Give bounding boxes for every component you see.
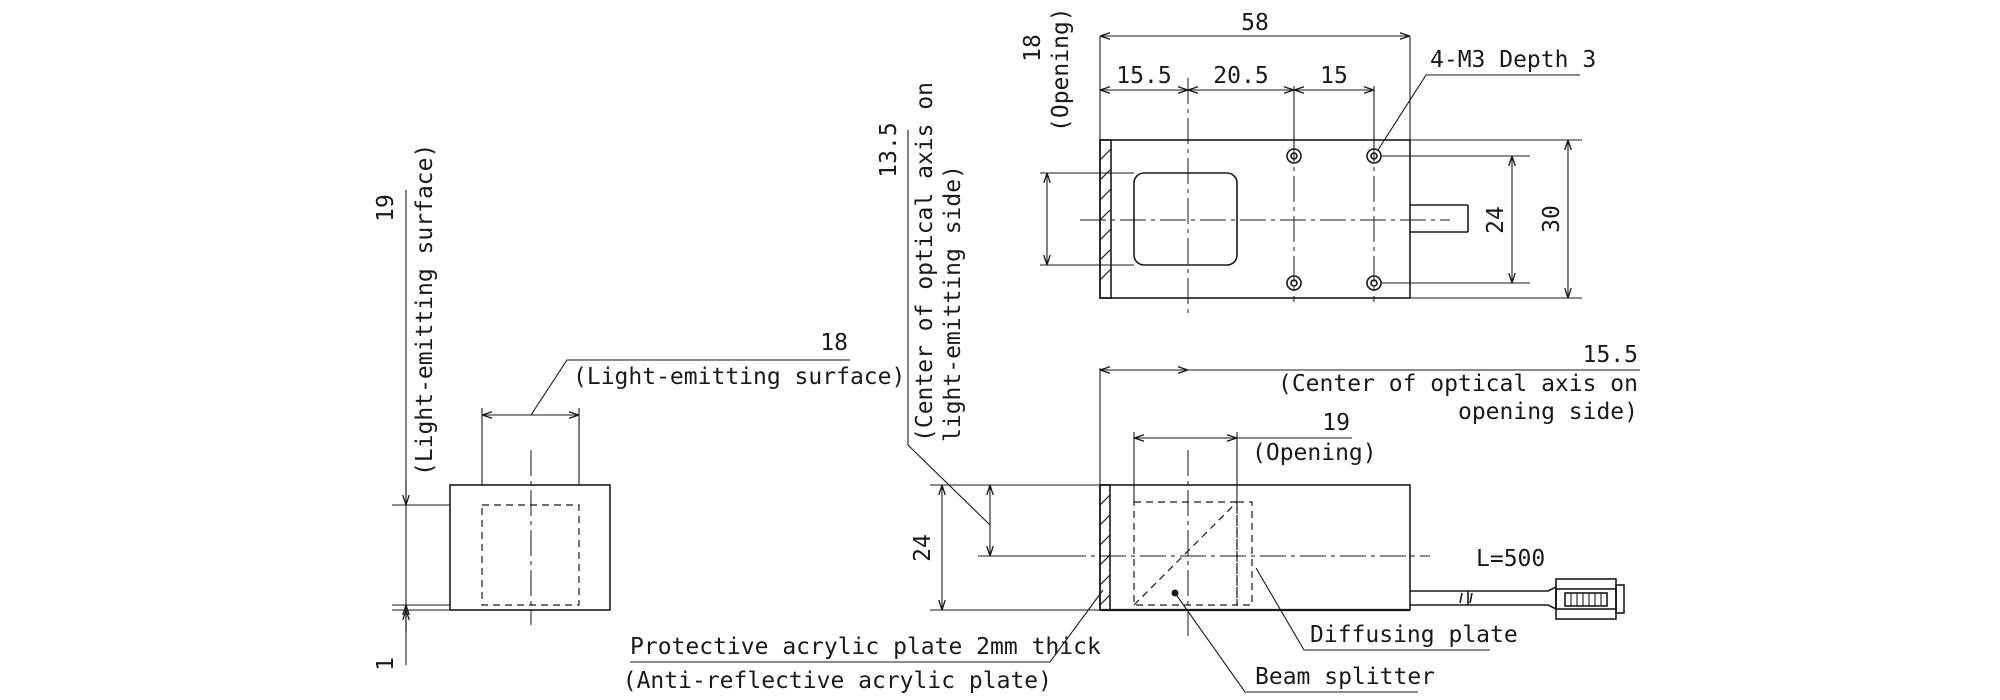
dim-opening-axis-note-2: opening side)	[1458, 399, 1638, 425]
dim-opening-width-note: (Opening)	[1252, 440, 1377, 466]
dim-axis-height: 13.5	[876, 122, 902, 177]
dim-axis-note-1: (Center of optical axis on	[912, 82, 938, 442]
leader-13-5	[907, 130, 991, 526]
top-view-opening	[1133, 172, 1238, 266]
dim-segment-2: 20.5	[1213, 63, 1268, 89]
callout-diffusing-plate: Diffusing plate	[1310, 622, 1518, 648]
leader-beam-splitter	[1174, 592, 1418, 693]
top-view-front-plate	[1099, 139, 1112, 299]
callouts: Protective acrylic plate 2mm thick (Anti…	[623, 567, 1518, 694]
top-view-hatch	[1099, 148, 1112, 281]
dim-opening-height: 18	[1020, 34, 1046, 62]
cable-end	[1547, 585, 1557, 611]
callout-beam-splitter: Beam splitter	[1255, 664, 1435, 690]
dim-side-bottom: 1	[373, 657, 399, 671]
front-view-body	[1099, 484, 1411, 611]
leader-protective-plate	[630, 589, 1104, 663]
beam-splitter-housing	[1133, 501, 1238, 606]
top-view: 58 15.5 20.5 15 18 (Opening) 4-M3 Depth …	[1020, 7, 1596, 318]
leader-18-side	[530, 359, 850, 416]
dim-side-width-note: (Light-emitting surface)	[573, 364, 905, 390]
side-view: 19 (Light-emitting surface) 1 18 (Light-…	[373, 144, 905, 671]
dim-overall-width: 30	[1539, 205, 1565, 233]
front-view: L=500 15.5 (Center of optical axis on op…	[876, 82, 1640, 640]
dim-front-height: 24	[910, 534, 936, 562]
leader-hole-note	[1377, 74, 1580, 151]
dim-axis-note-2: light-emitting side)	[940, 165, 966, 442]
dim-overall-length: 58	[1241, 10, 1269, 36]
diffusing-plate	[1236, 501, 1253, 606]
beam-splitter-diagonal	[1133, 501, 1238, 606]
dim-side-height-note: (Light-emitting surface)	[412, 144, 438, 476]
dim-opening-height-note: (Opening)	[1048, 7, 1074, 132]
dim-side-width: 18	[820, 330, 848, 356]
front-view-hatch	[1099, 494, 1111, 606]
dim-opening-width: 19	[1322, 410, 1350, 436]
dim-side-height: 19	[373, 194, 399, 222]
leader-diffusing-plate	[1255, 567, 1490, 651]
dim-hole-pitch: 24	[1483, 206, 1509, 234]
dim-segment-3: 15	[1320, 63, 1348, 89]
dim-opening-axis-note-1: (Center of optical axis on	[1278, 371, 1638, 397]
cable-length: L=500	[1476, 546, 1545, 572]
top-view-body	[1099, 139, 1411, 299]
side-view-body	[449, 484, 611, 611]
dim-segment-1: 15.5	[1116, 63, 1171, 89]
hole-note: 4-M3 Depth 3	[1430, 47, 1596, 73]
callout-anti-reflective: (Anti-reflective acrylic plate)	[623, 668, 1052, 694]
dim-opening-axis: 15.5	[1583, 342, 1638, 368]
callout-protective-plate: Protective acrylic plate 2mm thick	[630, 634, 1101, 660]
